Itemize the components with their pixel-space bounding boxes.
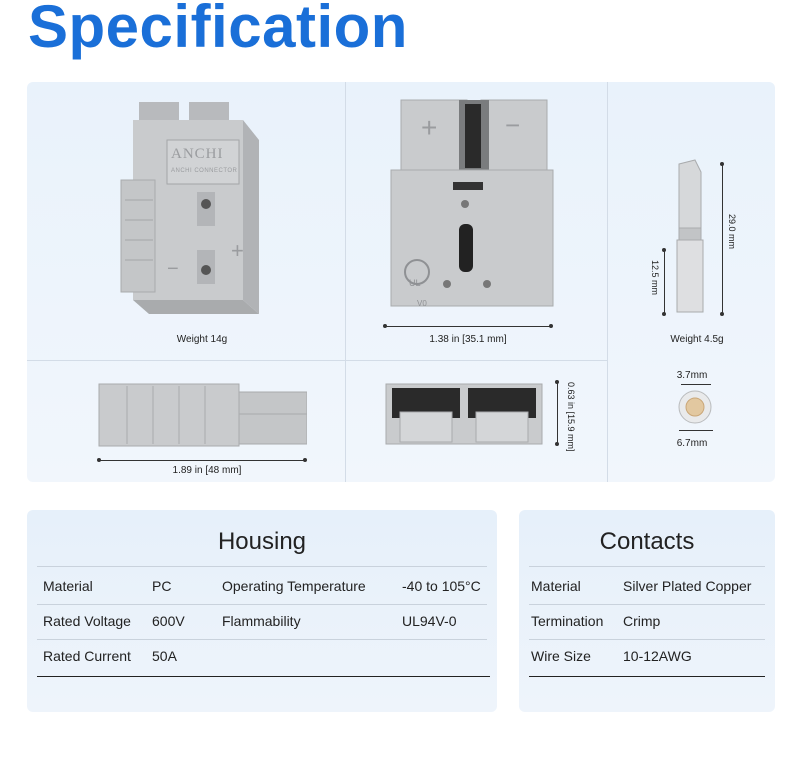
spec-label: Material	[43, 578, 93, 594]
spec-value: 600V	[152, 613, 185, 629]
dimension-line	[681, 384, 711, 385]
housing-side-image	[97, 382, 308, 448]
housing-width-caption: 1.38 in [35.1 mm]	[429, 334, 507, 345]
brand-label: ANCHI	[171, 146, 224, 162]
spec-label: Wire Size	[531, 648, 591, 664]
spec-label: Operating Temperature	[222, 578, 366, 594]
spec-label: Rated Current	[43, 648, 131, 664]
dimension-line	[557, 382, 558, 444]
contacts-title: Contacts	[599, 528, 695, 555]
dimension-endpoint	[555, 380, 559, 384]
plus-mark: +	[231, 238, 244, 263]
contact-weight-caption: Weight 4.5g	[670, 334, 724, 345]
pin-length-label: 29.0 mm	[727, 214, 737, 250]
spec-value: Crimp	[623, 613, 661, 629]
dimension-line	[99, 460, 305, 461]
brand-sub-label: ANCHI CONNECTOR	[171, 168, 238, 174]
contacts-card: Contacts Material Silver Plated Copper T…	[519, 510, 775, 712]
housing-length-caption: 1.89 in [48 mm]	[172, 465, 242, 476]
inner-diameter-label: 3.7mm	[676, 370, 708, 381]
outer-diameter-label: 6.7mm	[676, 438, 708, 449]
spec-label: Rated Voltage	[43, 613, 131, 629]
row-divider	[529, 639, 765, 640]
grid-divider	[27, 360, 607, 361]
housing-title: Housing	[217, 528, 307, 555]
dimension-line	[664, 250, 665, 314]
housing-card: Housing Material PC Operating Temperatur…	[27, 510, 497, 712]
dimension-endpoint	[555, 442, 559, 446]
v0-mark: V0	[417, 299, 427, 308]
dimension-line	[679, 430, 713, 431]
dimension-endpoint	[383, 324, 387, 328]
dimension-endpoint	[662, 312, 666, 316]
minus-mark: −	[505, 110, 521, 140]
row-divider	[529, 604, 765, 605]
dimension-endpoint	[720, 162, 724, 166]
spec-value: 50A	[152, 648, 177, 664]
dimension-endpoint	[97, 458, 101, 462]
housing-end-image	[384, 382, 544, 446]
dimension-endpoint	[549, 324, 553, 328]
card-footer-line	[529, 676, 765, 677]
card-divider	[529, 566, 765, 567]
dimension-grid: ANCHI ANCHI CONNECTOR + − Weight 14g + −…	[27, 82, 775, 482]
plus-mark: +	[421, 112, 438, 143]
dimension-endpoint	[662, 248, 666, 252]
spec-label: Termination	[531, 613, 604, 629]
minus-mark: −	[167, 258, 179, 280]
dimension-line	[722, 164, 723, 314]
contact-end-image	[677, 389, 713, 425]
dimension-line	[385, 326, 551, 327]
dimension-endpoint	[303, 458, 307, 462]
spec-value: UL94V-0	[402, 613, 457, 629]
housing-height-label: 0.63 in [15.9 mm]	[566, 382, 576, 452]
spec-value: 10-12AWG	[623, 648, 692, 664]
card-footer-line	[37, 676, 490, 677]
ul-mark: UL	[409, 278, 421, 288]
card-divider	[37, 566, 487, 567]
page-title: Specification	[28, 0, 408, 60]
housing-front-image: ANCHI ANCHI CONNECTOR + −	[119, 100, 269, 320]
grid-divider	[345, 82, 346, 482]
housing-face-image: + − UL V0	[387, 94, 557, 314]
housing-weight-caption: Weight 14g	[176, 334, 228, 345]
spec-value: PC	[152, 578, 172, 594]
dimension-endpoint	[720, 312, 724, 316]
row-divider	[37, 604, 487, 605]
grid-divider	[607, 82, 608, 482]
spec-value: Silver Plated Copper	[623, 578, 752, 594]
spec-value: -40 to 105°C	[402, 578, 481, 594]
contact-pin-image	[671, 158, 711, 318]
spec-label: Flammability	[222, 613, 301, 629]
row-divider	[37, 639, 487, 640]
spec-label: Material	[531, 578, 581, 594]
barrel-length-label: 12.5 mm	[650, 260, 660, 296]
